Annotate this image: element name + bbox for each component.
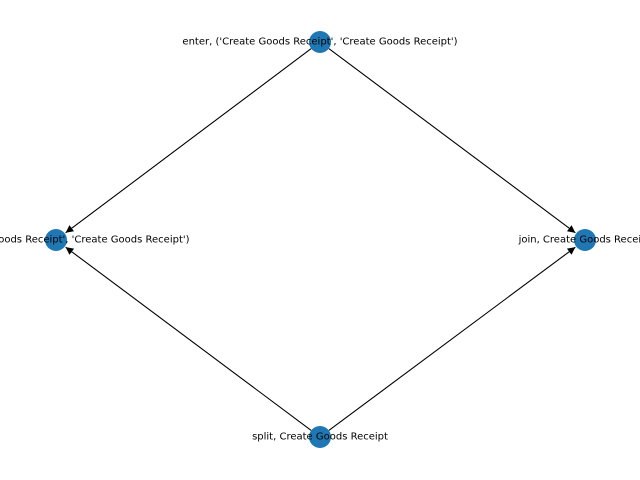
- edges-layer: [65, 48, 576, 431]
- edge-enter-to-left: [65, 48, 312, 234]
- node-split-label: split, Create Goods Receipt: [252, 432, 388, 443]
- node-left-label: exit, ('Create Goods Receipt', 'Create G…: [0, 235, 190, 246]
- edge-enter-to-join: [328, 48, 576, 234]
- node-enter: [309, 31, 331, 53]
- node-split: [309, 426, 331, 448]
- node-join-label: join, Create Goods Receipt: [518, 235, 640, 246]
- node-left: [45, 229, 67, 251]
- edge-split-to-left: [65, 246, 312, 431]
- nodes-layer: [45, 31, 596, 448]
- node-join: [574, 229, 596, 251]
- node-enter-label: enter, ('Create Goods Receipt', 'Create …: [182, 37, 457, 48]
- edge-split-to-join: [328, 246, 576, 431]
- labels-layer: enter, ('Create Goods Receipt', 'Create …: [0, 37, 640, 443]
